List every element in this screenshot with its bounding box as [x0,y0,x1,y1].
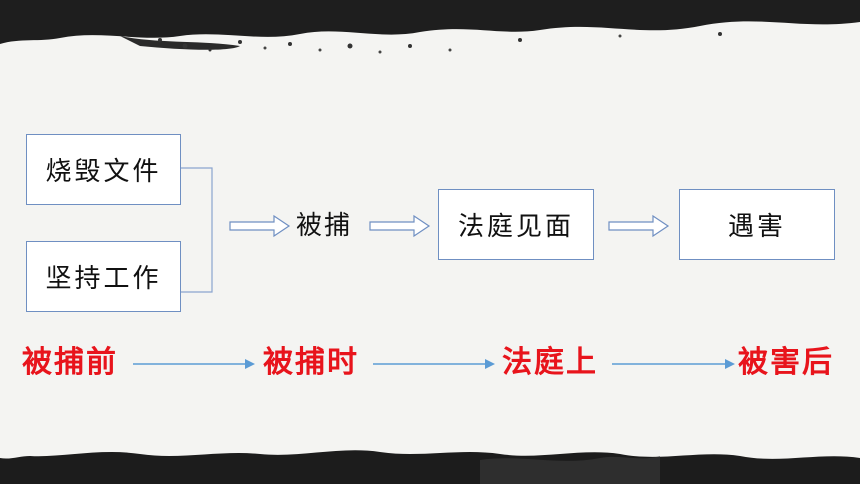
box-keep-working: 坚持工作 [26,241,181,312]
hollow-arrow-2 [369,214,431,238]
ink-border-top [0,0,860,54]
bracket-connector [181,167,213,293]
timeline-before-arrest: 被捕前 [22,345,118,380]
timeline-arrow-2 [373,359,495,369]
box-burn-files: 烧毁文件 [26,134,181,205]
box-killed: 遇害 [679,189,835,260]
timeline-arrow-3 [612,359,735,369]
box-keep-working-label: 坚持工作 [45,264,162,294]
timeline-after-killed: 被害后 [738,345,834,380]
timeline-arrow-1 [133,359,255,369]
ink-border-bottom [0,450,860,484]
label-arrested: 被捕 [296,211,353,241]
hollow-arrow-1 [229,214,291,238]
box-court-meeting: 法庭见面 [438,189,594,260]
box-court-meeting-label: 法庭见面 [457,212,574,242]
hollow-arrow-3 [608,214,670,238]
timeline-in-court: 法庭上 [502,345,598,380]
box-killed-label: 遇害 [727,212,786,242]
box-burn-files-label: 烧毁文件 [45,157,162,187]
timeline-at-arrest: 被捕时 [263,345,359,380]
